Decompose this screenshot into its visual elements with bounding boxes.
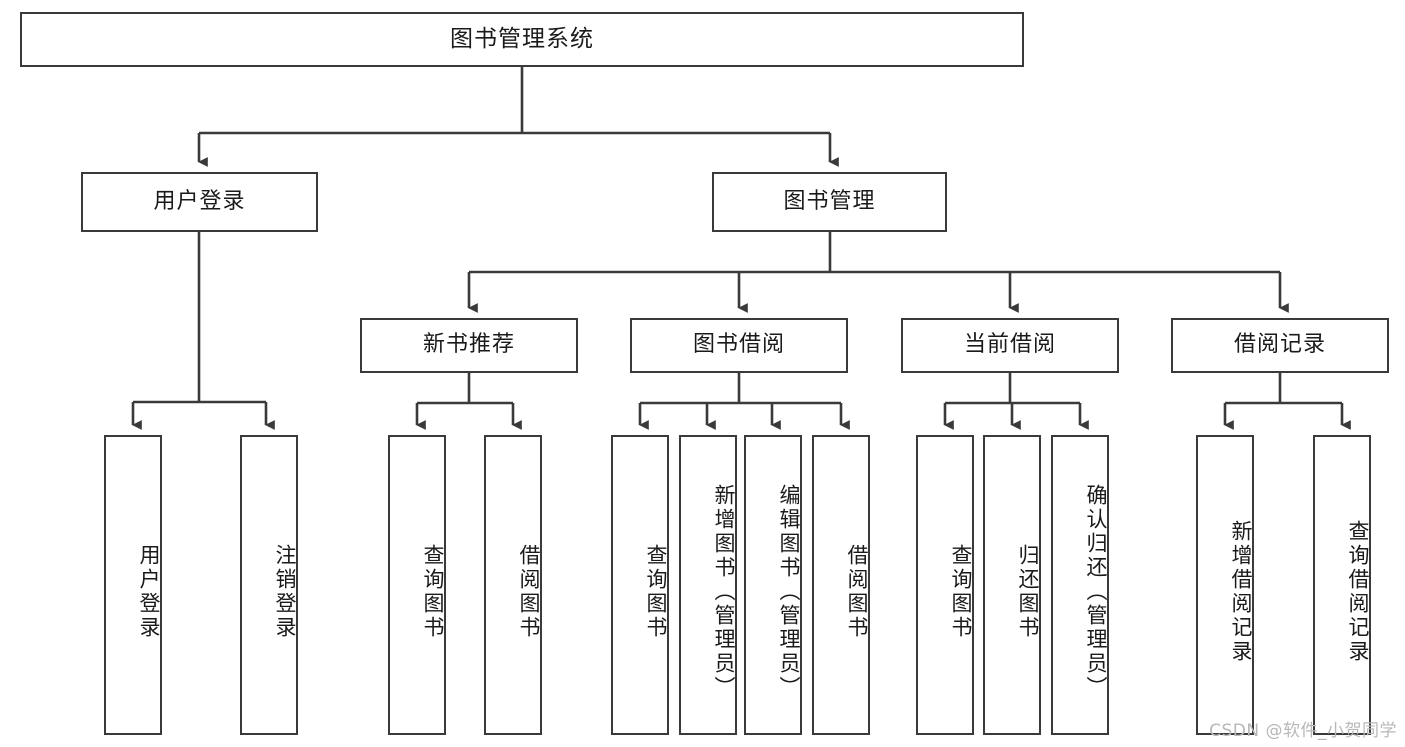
leaf-borrow-edit-book-admin[interactable]: 编辑图书（管理员） <box>744 435 802 735</box>
node-new-book-recommend[interactable]: 新书推荐 <box>360 318 578 373</box>
watermark-text: CSDN @软件_小贺同学 <box>1209 721 1397 741</box>
node-book-borrow[interactable]: 图书借阅 <box>630 318 848 373</box>
leaf-label: 确认归还（管理员） <box>1084 484 1108 700</box>
leaf-label: 用户登录 <box>137 544 161 640</box>
leaf-label: 注销登录 <box>273 544 297 640</box>
node-current-borrow[interactable]: 当前借阅 <box>901 318 1119 373</box>
leaf-user-login-signin[interactable]: 用户登录 <box>104 435 162 735</box>
leaf-label: 新增借阅记录 <box>1229 520 1253 664</box>
leaf-label: 借阅图书 <box>517 544 541 640</box>
leaf-borrow-borrow-book[interactable]: 借阅图书 <box>812 435 870 735</box>
node-borrow-record[interactable]: 借阅记录 <box>1171 318 1389 373</box>
node-user-login[interactable]: 用户登录 <box>81 172 318 232</box>
leaf-current-confirm-return-admin[interactable]: 确认归还（管理员） <box>1051 435 1109 735</box>
leaf-current-return-book[interactable]: 归还图书 <box>983 435 1041 735</box>
leaf-label: 查询图书 <box>421 544 445 640</box>
leaf-label: 借阅图书 <box>845 544 869 640</box>
node-book-management[interactable]: 图书管理 <box>712 172 947 232</box>
leaf-recommend-borrow-book[interactable]: 借阅图书 <box>484 435 542 735</box>
leaf-label: 归还图书 <box>1016 544 1040 640</box>
leaf-label: 查询图书 <box>644 544 668 640</box>
leaf-user-login-signout[interactable]: 注销登录 <box>240 435 298 735</box>
leaf-borrow-query-book[interactable]: 查询图书 <box>611 435 669 735</box>
leaf-label: 查询图书 <box>949 544 973 640</box>
leaf-record-add-record[interactable]: 新增借阅记录 <box>1196 435 1254 735</box>
leaf-current-query-book[interactable]: 查询图书 <box>916 435 974 735</box>
leaf-recommend-query-book[interactable]: 查询图书 <box>388 435 446 735</box>
leaf-label: 新增图书（管理员） <box>712 484 736 700</box>
leaf-label: 编辑图书（管理员） <box>777 484 801 700</box>
leaf-label: 查询借阅记录 <box>1346 520 1370 664</box>
leaf-borrow-add-book-admin[interactable]: 新增图书（管理员） <box>679 435 737 735</box>
node-root-system[interactable]: 图书管理系统 <box>20 12 1024 67</box>
leaf-record-query-record[interactable]: 查询借阅记录 <box>1313 435 1371 735</box>
